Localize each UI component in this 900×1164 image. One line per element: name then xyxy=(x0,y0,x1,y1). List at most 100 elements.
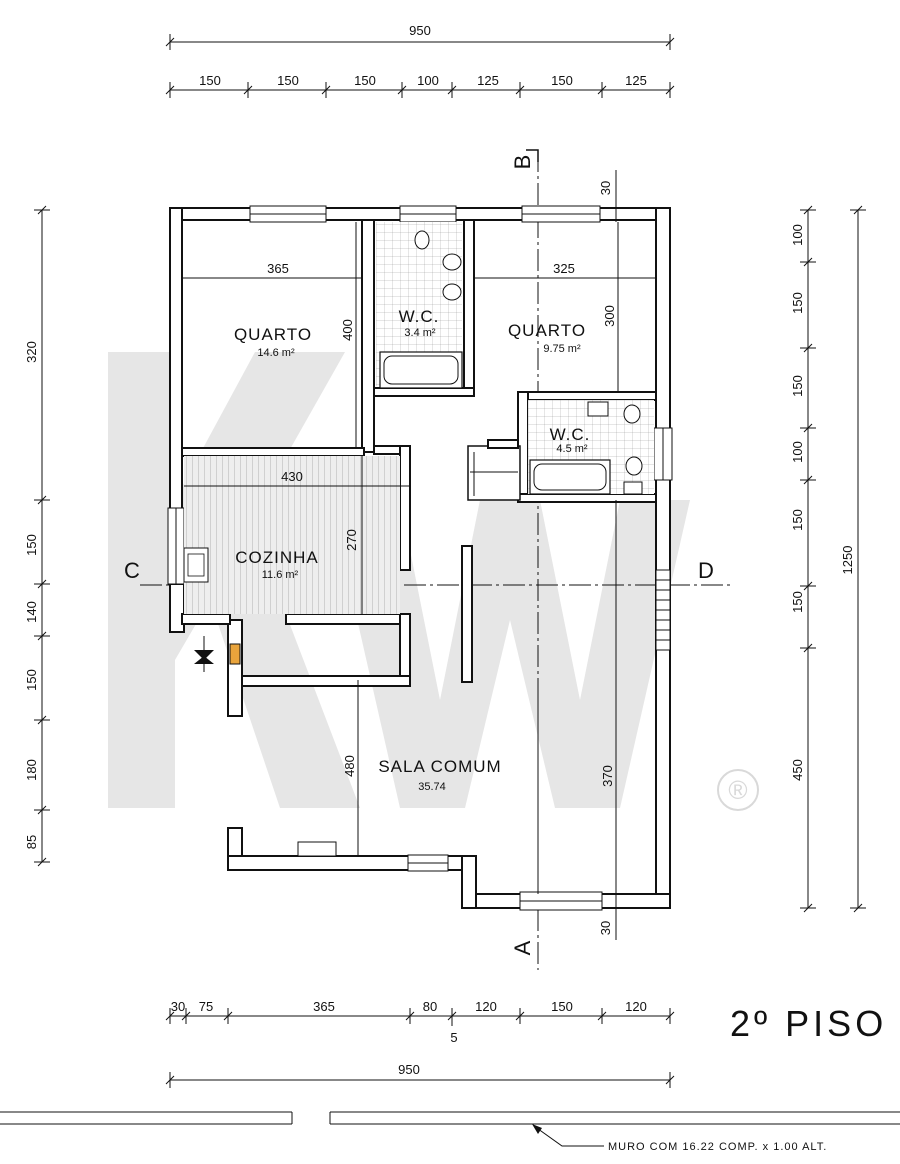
right-dim-6: 150 xyxy=(790,591,805,613)
cozinha-width: 430 xyxy=(281,469,303,484)
bottom-dim-4: 80 xyxy=(423,999,437,1014)
right-dim-1: 100 xyxy=(790,224,805,246)
bottom-dim-2: 75 xyxy=(199,999,213,1014)
dimension-tick xyxy=(447,85,457,95)
wc2-room xyxy=(528,400,654,495)
dimension-tick xyxy=(37,205,47,215)
room-dimension-lines xyxy=(182,170,656,940)
dimension-tick xyxy=(37,805,47,815)
top-dim-3: 150 xyxy=(354,73,376,88)
cozinha-area: 11.6 m² xyxy=(262,569,299,581)
quarto2-height: 300 xyxy=(602,305,617,327)
sala-area: 35.74 xyxy=(418,781,446,793)
bottom-segment-dimensions: 30 75 365 80 120 150 120 5 xyxy=(165,999,675,1045)
fireplace-icon xyxy=(297,841,337,857)
top-dim-4: 100 xyxy=(417,73,439,88)
toilet-icon xyxy=(414,230,430,250)
chimney-element xyxy=(229,643,241,665)
dimension-tick xyxy=(803,257,813,267)
bottom-dim-1: 30 xyxy=(171,999,185,1014)
bidet-icon xyxy=(442,253,462,271)
quarto1-name: QUARTO xyxy=(234,325,312,344)
dimension-tick xyxy=(165,1011,175,1021)
dimension-tick xyxy=(37,495,47,505)
quarto1-height: 400 xyxy=(340,319,355,341)
sala-name: SALA COMUM xyxy=(378,757,501,776)
top-dim-5: 125 xyxy=(477,73,499,88)
dimension-tick xyxy=(803,423,813,433)
bottom-dim-3: 365 xyxy=(313,999,335,1014)
registered-mark: ® xyxy=(728,775,747,805)
top-30-dim: 30 xyxy=(598,181,613,195)
top-dim-1: 150 xyxy=(199,73,221,88)
wc2-name: W.C. xyxy=(550,425,591,444)
dimension-tick xyxy=(181,1011,191,1021)
top-dim-6: 150 xyxy=(551,73,573,88)
left-dim-1: 320 xyxy=(24,341,39,363)
right-overall-label: 1250 xyxy=(840,546,855,575)
sink-icon xyxy=(442,283,462,301)
quarto2-name: QUARTO xyxy=(508,321,586,340)
wc1-name: W.C. xyxy=(399,307,440,326)
bottom-overall-label: 950 xyxy=(398,1062,420,1077)
right-dim-5: 150 xyxy=(790,509,805,531)
dimension-tick xyxy=(803,475,813,485)
dimension-tick xyxy=(597,85,607,95)
left-dim-2: 150 xyxy=(24,534,39,556)
section-b-label: B xyxy=(510,155,535,170)
quarto2-area: 9.75 m² xyxy=(543,343,581,355)
dimension-tick xyxy=(665,1011,675,1021)
footer-note: MURO COM 16.22 COMP. x 1.00 ALT. xyxy=(608,1141,827,1153)
dimension-tick xyxy=(803,205,813,215)
windows xyxy=(167,205,673,911)
dimension-tick xyxy=(515,1011,525,1021)
entrance-mark-icon xyxy=(194,636,214,672)
quarto1-area: 14.6 m² xyxy=(257,347,295,359)
dimension-tick xyxy=(37,857,47,867)
dimension-tick xyxy=(803,643,813,653)
floor-title: 2º PISO xyxy=(730,1003,887,1044)
left-dim-5: 180 xyxy=(24,759,39,781)
right-dimensions: 100 150 150 100 150 150 450 1250 xyxy=(790,205,866,913)
sala-height-left: 480 xyxy=(342,755,357,777)
top-overall-dimension: 950 xyxy=(165,23,675,50)
dimension-tick xyxy=(803,581,813,591)
section-d-label: D xyxy=(698,558,714,583)
right-dim-7: 450 xyxy=(790,759,805,781)
dimension-tick xyxy=(397,85,407,95)
wc2-area: 4.5 m² xyxy=(556,443,588,455)
dimension-tick xyxy=(405,1011,415,1021)
bottom-dim-5: 120 xyxy=(475,999,497,1014)
dimension-tick xyxy=(223,1011,233,1021)
section-a-label: A xyxy=(510,940,535,955)
wc1-room xyxy=(376,222,463,389)
toilet-icon xyxy=(623,404,641,424)
dimension-tick xyxy=(165,85,175,95)
section-c-label: C xyxy=(124,558,140,583)
boundary-wall xyxy=(0,1111,900,1147)
left-dim-6: 85 xyxy=(24,835,39,849)
sink-icon xyxy=(587,401,609,417)
right-dim-4: 100 xyxy=(790,441,805,463)
top-dim-7: 125 xyxy=(625,73,647,88)
quarto1-width: 365 xyxy=(267,261,289,276)
dimension-tick xyxy=(665,85,675,95)
top-segment-dimensions: 150 150 150 100 125 150 125 xyxy=(165,73,675,98)
dimension-tick xyxy=(37,579,47,589)
dimension-tick xyxy=(597,1011,607,1021)
cozinha-height: 270 xyxy=(344,529,359,551)
dimension-tick xyxy=(803,903,813,913)
top-overall-label: 950 xyxy=(409,23,431,38)
bottom-30-dim: 30 xyxy=(598,921,613,935)
left-dim-3: 140 xyxy=(24,601,39,623)
dimension-tick xyxy=(321,85,331,95)
right-dim-3: 150 xyxy=(790,375,805,397)
right-dim-2: 150 xyxy=(790,292,805,314)
left-dimensions: 320 150 140 150 180 85 xyxy=(24,205,50,867)
wc1-area: 3.4 m² xyxy=(404,327,436,339)
top-dim-2: 150 xyxy=(277,73,299,88)
bottom-extra-dim: 5 xyxy=(450,1030,457,1045)
section-lines: B A C D xyxy=(124,149,730,970)
dimension-tick xyxy=(37,715,47,725)
